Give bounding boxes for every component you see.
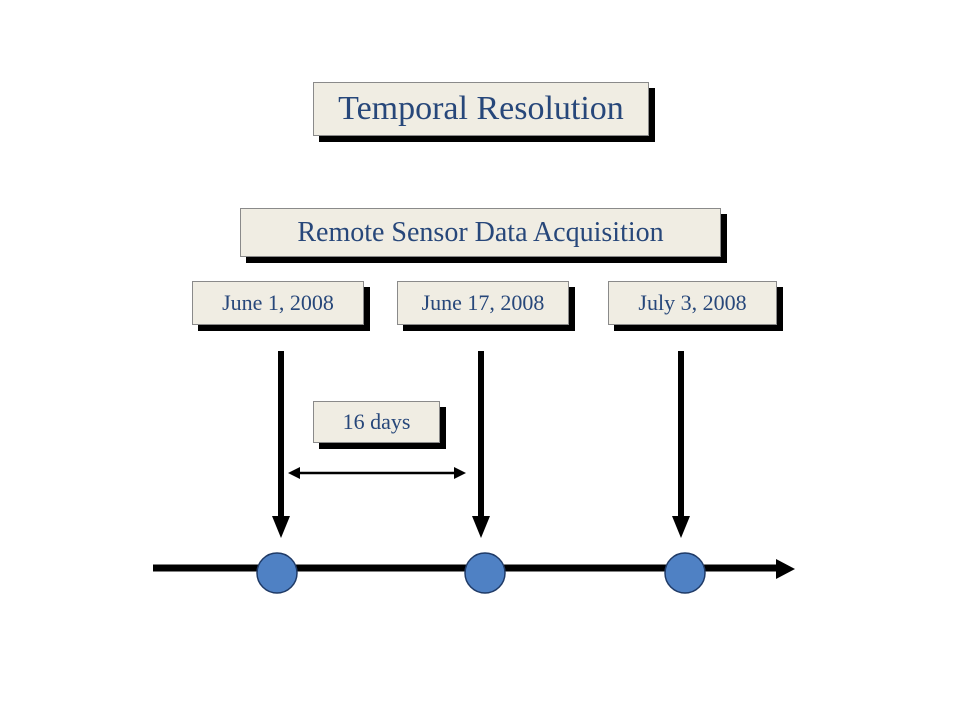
acquisition-arrow-3 bbox=[672, 351, 690, 538]
interval-label: 16 days bbox=[342, 409, 411, 434]
acquisition-marker-2 bbox=[464, 552, 506, 594]
acquisition-marker-1 bbox=[256, 552, 298, 594]
acquisition-arrow-1 bbox=[272, 351, 290, 538]
acquisition-date-2: June 17, 2008 bbox=[421, 290, 545, 315]
diagram-title: Temporal Resolution bbox=[338, 90, 624, 127]
acquisition-date-box-1: June 1, 2008 bbox=[192, 281, 364, 325]
diagram-subtitle: Remote Sensor Data Acquisition bbox=[297, 217, 664, 248]
interval-label-box: 16 days bbox=[313, 401, 440, 443]
timeline-arrowhead bbox=[776, 559, 795, 579]
acquisition-marker-3 bbox=[664, 552, 706, 594]
title-box: Temporal Resolution bbox=[313, 82, 649, 136]
acquisition-date-box-3: July 3, 2008 bbox=[608, 281, 777, 325]
acquisition-date-box-2: June 17, 2008 bbox=[397, 281, 569, 325]
acquisition-date-1: June 1, 2008 bbox=[222, 290, 334, 315]
interval-arrow bbox=[288, 467, 466, 479]
acquisition-arrow-2 bbox=[472, 351, 490, 538]
subtitle-box: Remote Sensor Data Acquisition bbox=[240, 208, 721, 257]
acquisition-date-3: July 3, 2008 bbox=[638, 290, 747, 315]
